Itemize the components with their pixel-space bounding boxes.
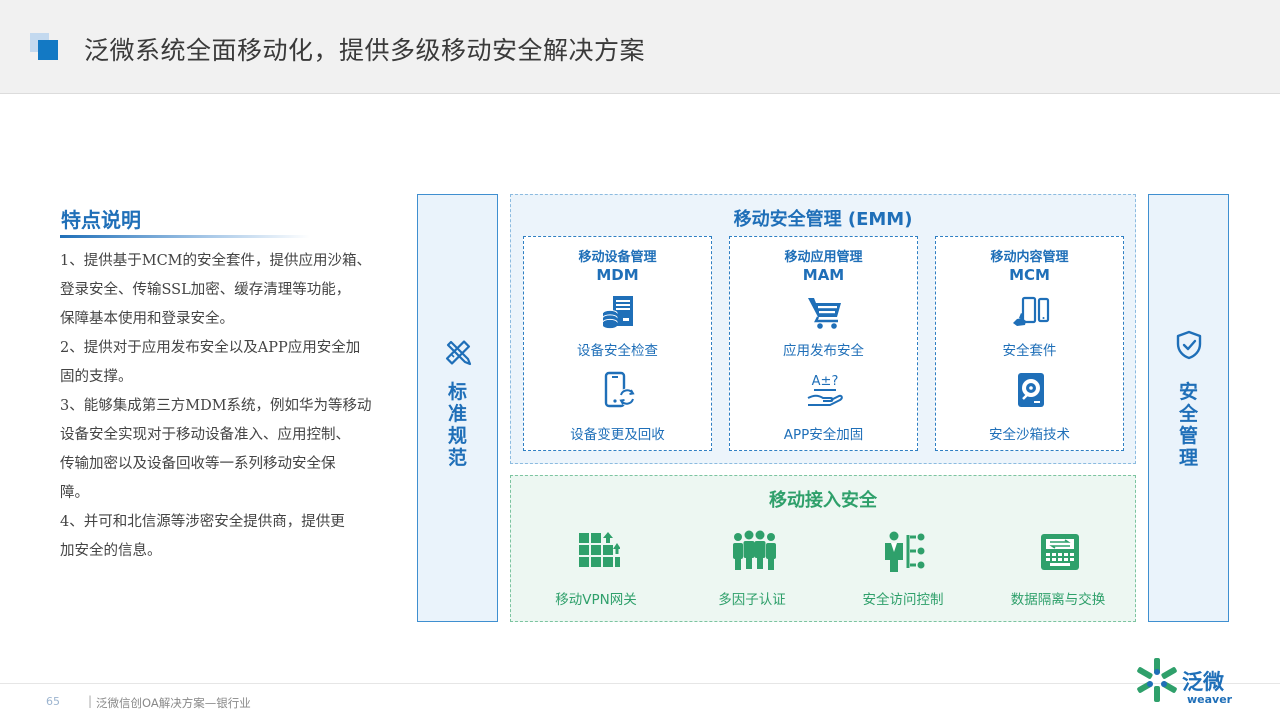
standards-label: 标 准 规 范 (418, 381, 497, 469)
features-underline (60, 235, 310, 238)
card-item: 设备变更及回收 (570, 427, 665, 443)
features-title: 特点说明 (61, 208, 141, 232)
shield-check-icon (1176, 330, 1202, 360)
hand-formula-icon: A±? (807, 374, 843, 406)
features-text: 1、提供基于MCM的安全套件，提供应用沙箱、 登录安全、传输SSL加密、缓存清理… (60, 247, 390, 566)
access-control-icon (885, 531, 925, 572)
features-line: 登录安全、传输SSL加密、缓存清理等功能， (60, 282, 351, 298)
footer-text: 泛微信创OA解决方案—银行业 (96, 696, 251, 710)
card-title: 移动应用管理 (784, 250, 863, 265)
features-line: 4、并可和北信源等涉密安全提供商，提供更 (60, 514, 345, 530)
standards-char: 准 (447, 403, 467, 425)
access-item-access-control: 安全访问控制 (828, 530, 978, 610)
header-bar: 泛微系统全面移动化，提供多级移动安全解决方案 (0, 0, 1280, 94)
data-exchange-icon (1041, 534, 1079, 570)
card-item: 应用发布安全 (783, 343, 864, 359)
security-management-column: 安 全 管 理 (1148, 194, 1229, 622)
features-line: 障。 (60, 485, 89, 501)
access-item-label: 数据隔离与交换 (1010, 592, 1106, 608)
logo-mark-icon (1137, 658, 1177, 702)
security-char: 管 (1178, 425, 1198, 447)
emm-panel: 移动安全管理 (EMM) 移动设备管理 MDM 设备安全检查 (510, 194, 1136, 464)
card-item: 安全套件 (1002, 343, 1057, 359)
access-item-vpn: 移动VPN网关 (521, 530, 671, 610)
mcm-card: 移动内容管理 MCM 安全套件 安全沙箱技术 (935, 236, 1124, 451)
standards-char: 规 (447, 425, 467, 447)
devices-icon (1013, 296, 1050, 326)
shopping-cart-icon (808, 298, 841, 329)
access-item-data-exchange: 数据隔离与交换 (983, 530, 1133, 610)
features-line: 设备安全实现对于移动设备准入、应用控制、 (60, 427, 350, 443)
access-title: 移动接入安全 (769, 490, 877, 511)
card-title: 移动设备管理 (578, 250, 657, 265)
access-item-mfa: 多因子认证 (677, 530, 827, 610)
page-number: 65 (46, 695, 60, 708)
multi-user-icon (733, 530, 776, 570)
hard-disk-icon (1018, 373, 1044, 407)
card-item: APP安全加固 (783, 427, 864, 443)
features-line: 2、提供对于应用发布安全以及APP应用安全加 (60, 340, 361, 356)
access-item-label: 多因子认证 (718, 592, 786, 608)
security-management-label: 安 全 管 理 (1149, 381, 1228, 469)
vpn-gateway-icon (579, 532, 620, 567)
card-abbr: MDM (596, 266, 639, 284)
mdm-card: 移动设备管理 MDM 设备安全检查 设备变更及回收 (523, 236, 712, 451)
standards-column: 标 准 规 范 (417, 194, 498, 622)
card-title: 移动内容管理 (990, 250, 1069, 265)
access-item-label: 移动VPN网关 (555, 592, 637, 608)
security-char: 全 (1178, 403, 1198, 425)
features-line: 传输加密以及设备回收等一系列移动安全保 (60, 456, 336, 472)
page-title: 泛微系统全面移动化，提供多级移动安全解决方案 (84, 36, 646, 65)
card-abbr: MAM (802, 266, 845, 284)
card-item: 安全沙箱技术 (989, 427, 1070, 443)
emm-title: 移动安全管理 (EMM) (733, 209, 913, 230)
weaver-logo: 泛微 weaver (1132, 655, 1242, 706)
logo-text: 泛微 (1182, 670, 1224, 694)
security-char: 安 (1178, 381, 1198, 403)
footer-separator: | (88, 694, 93, 708)
features-line: 保障基本使用和登录安全。 (60, 311, 234, 327)
access-item-label: 安全访问控制 (862, 592, 944, 608)
features-line: 3、能够集成第三方MDM系统，例如华为等移动 (60, 398, 372, 414)
features-line: 1、提供基于MCM的安全套件，提供应用沙箱、 (60, 253, 372, 269)
footer-divider (0, 683, 1280, 684)
features-line: 加安全的信息。 (60, 543, 162, 559)
svg-text:A±?: A±? (812, 374, 839, 389)
access-panel: 移动接入安全 移动VPN网关 多因子认证 (510, 475, 1136, 622)
standards-char: 标 (447, 381, 467, 403)
pencil-ruler-icon (445, 340, 472, 366)
standards-char: 范 (447, 447, 467, 469)
features-line: 固的支撑。 (60, 369, 133, 385)
security-char: 理 (1178, 447, 1198, 469)
header-decor-square-dark (38, 40, 58, 60)
phone-refresh-icon (604, 371, 636, 408)
logo-subtext: weaver (1187, 693, 1233, 706)
mam-card: 移动应用管理 MAM 应用发布安全 A±? APP安全加固 (729, 236, 918, 451)
server-database-icon (602, 296, 633, 329)
card-item: 设备安全检查 (577, 343, 658, 359)
card-abbr: MCM (1009, 266, 1050, 284)
